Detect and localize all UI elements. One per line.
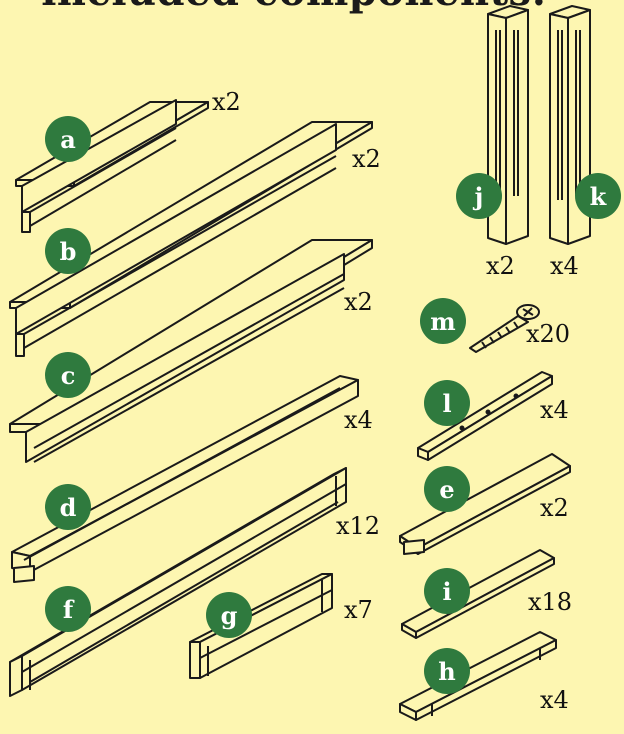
badge-d: d [45, 484, 91, 530]
qty-d: x4 [344, 406, 373, 434]
badge-i: i [424, 568, 470, 614]
qty-f: x12 [336, 512, 380, 540]
qty-m: x20 [526, 320, 570, 348]
qty-b: x2 [352, 145, 381, 173]
badge-l: l [424, 380, 470, 426]
badge-f: f [45, 586, 91, 632]
badge-b: b [45, 228, 91, 274]
qty-i: x18 [528, 588, 572, 616]
qty-a: x2 [212, 88, 241, 116]
qty-j: x2 [486, 252, 515, 280]
badge-e: e [424, 466, 470, 512]
qty-e: x2 [540, 494, 569, 522]
qty-h: x4 [540, 686, 569, 714]
qty-l: x4 [540, 396, 569, 424]
qty-g: x7 [344, 596, 373, 624]
badge-j: j [456, 173, 502, 219]
badge-a: a [45, 116, 91, 162]
qty-c: x2 [344, 288, 373, 316]
badge-g: g [206, 592, 252, 638]
badge-h: h [424, 648, 470, 694]
part-h-drawing [400, 632, 556, 720]
badge-c: c [45, 352, 91, 398]
qty-k: x4 [550, 252, 579, 280]
badge-m: m [420, 298, 466, 344]
badge-k: k [575, 173, 621, 219]
